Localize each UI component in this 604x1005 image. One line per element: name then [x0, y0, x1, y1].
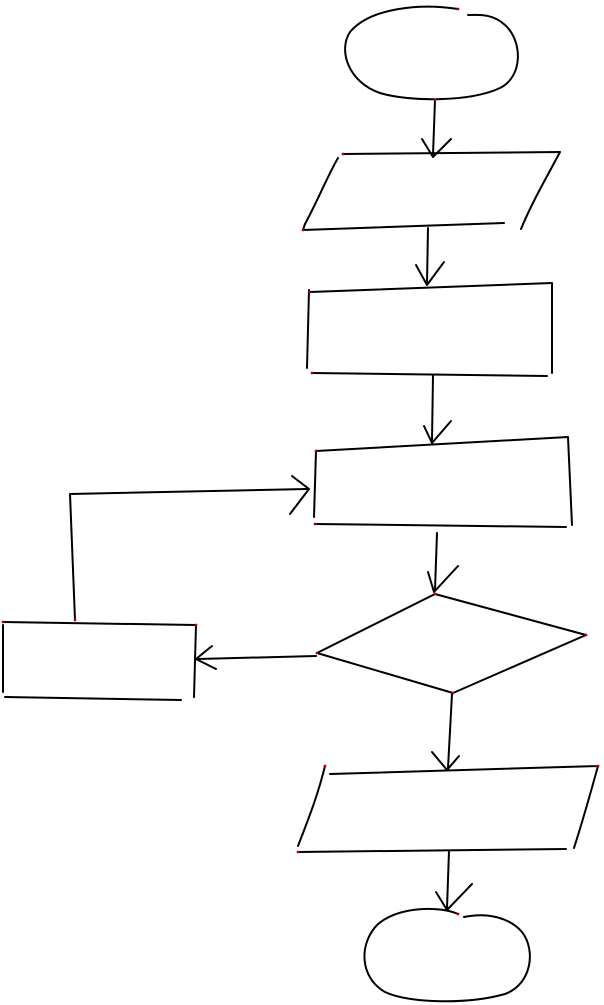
edge-process1-process2	[431, 374, 434, 442]
node-output	[297, 765, 599, 853]
vertex-markers	[1, 7, 600, 916]
vertex-dot	[310, 371, 314, 375]
node-loop-process	[2, 621, 197, 701]
vertex-dot	[341, 152, 345, 156]
vertex-dot	[433, 98, 437, 102]
arrowhead-process1-process2	[423, 420, 452, 444]
vertex-dot	[313, 522, 317, 526]
arrowhead-loop-process2	[289, 475, 310, 515]
node-input	[302, 151, 561, 231]
vertex-dot	[323, 764, 327, 768]
edge-decision-loop	[197, 655, 317, 660]
edge-decision-output	[447, 693, 453, 769]
node-decision	[316, 593, 587, 694]
vertex-dot	[308, 290, 312, 294]
vertex-dot	[456, 7, 460, 11]
vertex-dot	[456, 912, 460, 916]
arrowhead-process2-decision	[427, 565, 459, 593]
arrowhead-decision-loop	[195, 645, 217, 670]
vertex-dot	[301, 228, 305, 232]
vertex-dot	[584, 633, 588, 637]
arrowhead-output-end	[435, 883, 473, 911]
edge-input-process1	[426, 227, 429, 284]
edge-process2-decision	[434, 532, 438, 591]
edge-start-input	[432, 99, 436, 156]
node-process-1	[306, 282, 553, 377]
vertex-dot	[73, 618, 77, 622]
arrowhead-input-process1	[415, 261, 445, 286]
node-process-2	[313, 436, 573, 528]
vertex-dot	[451, 691, 455, 695]
arrowhead-decision-output	[431, 751, 460, 771]
edge-output-end	[446, 850, 450, 909]
vertex-dot	[194, 623, 198, 627]
vertex-dot	[1, 620, 5, 624]
vertex-dot	[314, 449, 318, 453]
node-end	[363, 907, 531, 1003]
node-start	[344, 5, 519, 101]
edge-loop-process2	[69, 488, 308, 621]
vertex-dot	[296, 850, 300, 854]
vertex-dot	[596, 764, 600, 768]
vertex-dot	[315, 651, 319, 655]
arrowhead-start-input	[421, 138, 452, 158]
vertex-dot	[433, 592, 437, 596]
